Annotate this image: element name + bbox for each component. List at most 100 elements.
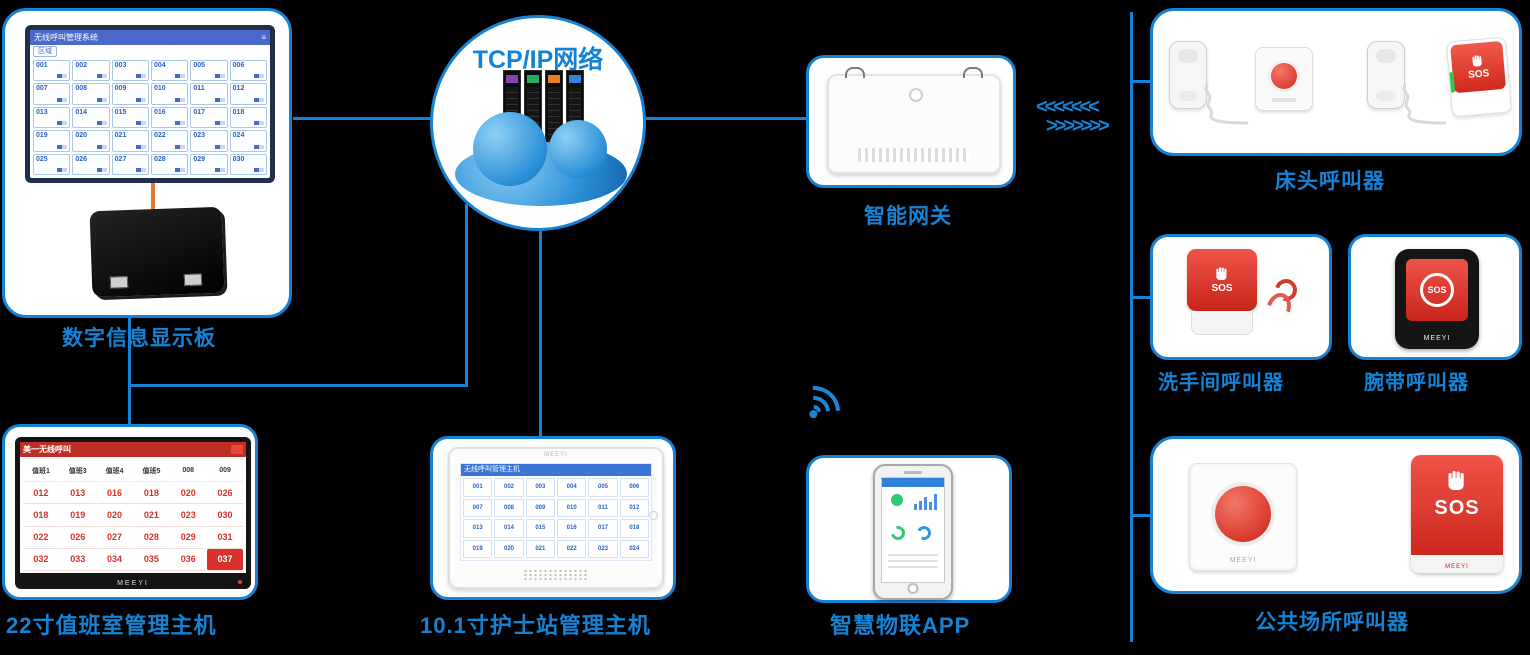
duty-cell: 019	[59, 504, 96, 527]
device-base	[1191, 311, 1253, 335]
gateway-label: 智能网关	[864, 205, 952, 228]
alarm-block-icon	[231, 445, 243, 454]
nurse-cell: 002	[494, 478, 524, 497]
call-button-device	[1255, 47, 1313, 111]
duty-cell: 037	[207, 548, 243, 571]
device-base: MEEYI	[1411, 555, 1503, 573]
cord	[1402, 83, 1447, 125]
washroom-label: 洗手间呼叫器	[1158, 372, 1284, 394]
screen-title: 美一无线呼叫	[23, 445, 71, 454]
duty-column-header: 009	[207, 460, 243, 483]
gauge-icon	[888, 523, 908, 543]
set-top-box	[89, 206, 225, 298]
connector-line	[293, 117, 433, 120]
nurse-cell: 011	[588, 498, 618, 517]
nurse-cell: 004	[557, 478, 587, 497]
red-call-button	[1271, 63, 1297, 89]
bedside-label: 床头呼叫器	[1275, 170, 1385, 193]
network-node: TCP/IP网络	[430, 15, 646, 231]
nurse-cell: 007	[463, 498, 493, 517]
nurse-cell: 001	[463, 478, 493, 497]
duty-cell: 029	[170, 527, 207, 549]
nurse-cell: 006	[619, 478, 649, 497]
nurse-cell: 016	[557, 519, 587, 538]
extension-cell: 018	[229, 106, 267, 129]
extension-cell: 001	[33, 60, 71, 82]
brand-text: MEEYI	[1229, 557, 1257, 564]
sos-text: SOS	[1211, 283, 1233, 294]
extension-cell: 014	[72, 106, 110, 129]
connector-line	[646, 117, 806, 120]
duty-cell: 027	[96, 527, 133, 549]
earpiece	[904, 471, 922, 474]
extension-cell: 004	[150, 60, 189, 82]
duty-cell: 021	[133, 504, 170, 527]
connector-line	[465, 204, 468, 386]
app-header	[882, 478, 944, 487]
duty-cell: 020	[96, 504, 133, 527]
extension-cell: 011	[190, 83, 228, 105]
connector-line	[539, 229, 542, 437]
wifi-icon	[777, 375, 851, 449]
sos-text: SOS	[1427, 285, 1447, 295]
extension-cell: 019	[33, 130, 71, 152]
port	[183, 273, 203, 287]
nurse-cell: 010	[557, 498, 587, 517]
extension-cell: 010	[150, 83, 189, 105]
hand-icon	[1448, 471, 1464, 490]
speaker-grille	[523, 569, 589, 581]
display-board-label: 数字信息显示板	[62, 327, 216, 350]
sos-face: SOS	[1411, 469, 1503, 520]
brand-text: MEEYI	[1445, 564, 1469, 570]
network-title: TCP/IP网络	[472, 46, 604, 74]
connector-stub	[1130, 80, 1152, 83]
duty-cell: 018	[23, 504, 59, 527]
wristband-node: SOS MEEYI	[1348, 234, 1522, 360]
duty-cell: 013	[59, 482, 96, 505]
duty-cell: 034	[96, 549, 133, 571]
cloud-icon	[455, 112, 627, 206]
duty-cell: 033	[59, 549, 96, 571]
extension-cell: 009	[111, 83, 149, 105]
nurse-cell: 021	[525, 539, 555, 558]
duty-cell: 026	[59, 527, 96, 549]
screen-title: 无线呼叫管理系统	[34, 33, 98, 42]
duty-cell: 026	[207, 482, 243, 505]
connector-stub	[1130, 514, 1152, 517]
bedside-node: SOS	[1150, 8, 1522, 156]
nurse-cell: 005	[588, 478, 618, 497]
home-button	[907, 583, 919, 594]
gauge-icon	[915, 524, 933, 542]
nurse-cell: 020	[494, 539, 524, 558]
connector-line	[128, 384, 468, 387]
smartphone-device	[873, 464, 953, 600]
duty-column-header: 值班3	[59, 460, 96, 483]
extension-cell: 025	[33, 153, 71, 175]
nurse-cell: 008	[494, 498, 524, 517]
duty-column-header: 值班1	[23, 460, 59, 483]
extension-cell: 026	[72, 153, 110, 175]
sos-text: SOS	[1434, 497, 1480, 519]
extension-cell: 030	[229, 153, 267, 175]
app-screen	[881, 477, 945, 583]
antenna-icon	[963, 67, 983, 78]
gateway-device	[827, 67, 1001, 174]
extension-cell: 005	[190, 60, 228, 82]
extension-cell: 002	[72, 60, 110, 82]
vent-grille	[858, 148, 970, 162]
side-button	[649, 511, 658, 520]
duty-cell: 028	[133, 527, 170, 549]
duty-cell: 031	[207, 527, 243, 549]
duty-cell: 030	[207, 504, 243, 527]
screen-header: 无线呼叫管理系统 ≡	[30, 30, 270, 45]
duty-cell: 018	[133, 482, 170, 505]
screen-title: 无线呼叫管理主机	[464, 466, 520, 473]
